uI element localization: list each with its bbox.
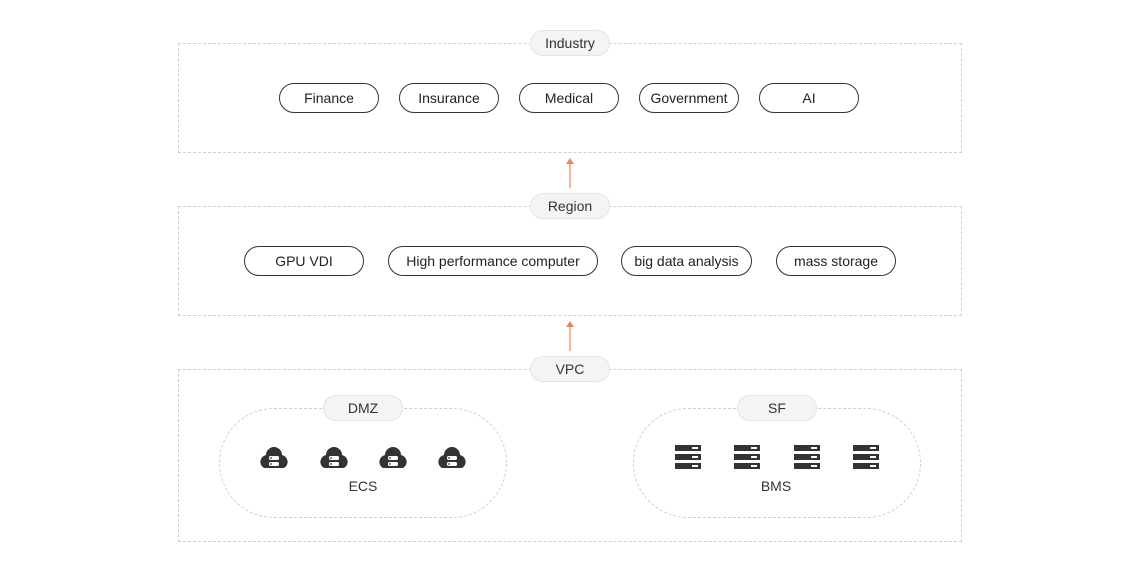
region-label: Region bbox=[530, 193, 610, 219]
region-big-data: big data analysis bbox=[621, 246, 752, 276]
server-rack-icon bbox=[794, 445, 820, 469]
region-mass-storage: mass storage bbox=[776, 246, 896, 276]
vpc-label: VPC bbox=[530, 356, 610, 382]
bms-caption: BMS bbox=[760, 478, 792, 494]
sf-label: SF bbox=[737, 395, 817, 421]
dmz-label: DMZ bbox=[323, 395, 403, 421]
region-gpu-vdi: GPU VDI bbox=[244, 246, 364, 276]
industry-ai: AI bbox=[759, 83, 859, 113]
industry-insurance: Insurance bbox=[399, 83, 499, 113]
server-rack-icon bbox=[853, 445, 879, 469]
ecs-caption: ECS bbox=[348, 478, 378, 494]
industry-medical: Medical bbox=[519, 83, 619, 113]
cloud-server-icon bbox=[438, 447, 466, 468]
cloud-server-icon bbox=[379, 447, 407, 468]
arrow-up-icon bbox=[566, 158, 574, 188]
industry-government: Government bbox=[639, 83, 739, 113]
region-hpc: High performance computer bbox=[388, 246, 598, 276]
cloud-server-icon bbox=[320, 447, 348, 468]
cloud-server-icon bbox=[260, 447, 288, 468]
industry-label: Industry bbox=[530, 30, 610, 56]
industry-finance: Finance bbox=[279, 83, 379, 113]
server-rack-icon bbox=[675, 445, 701, 469]
arrow-up-icon bbox=[566, 321, 574, 351]
server-rack-icon bbox=[734, 445, 760, 469]
